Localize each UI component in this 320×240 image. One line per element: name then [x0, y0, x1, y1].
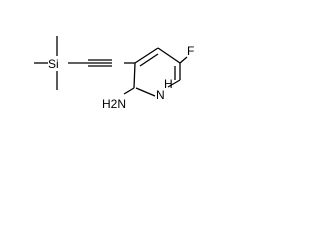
bond-c2-c3 [133, 62, 136, 89]
pyridine-ring [133, 47, 181, 97]
bond-c3-c4-inner [139, 53, 159, 67]
fluorine-label: F [187, 44, 194, 58]
bond-c3-c4 [134, 47, 159, 64]
amine-label: H2N [102, 97, 126, 111]
bond-c5-f [179, 56, 188, 64]
bond-c4-c5 [157, 47, 181, 64]
bond-c2-nh2 [123, 87, 135, 95]
structure-diagram: F N H H2N Si [34, 36, 194, 111]
ring-nh-hydrogen-label: H [164, 77, 173, 91]
silicon-label: Si [48, 57, 59, 71]
ring-nitrogen-label: N [156, 88, 165, 102]
substituent-bonds [34, 36, 188, 95]
bond-c6-n1 [167, 79, 181, 88]
bond-n1-c2 [135, 87, 156, 97]
